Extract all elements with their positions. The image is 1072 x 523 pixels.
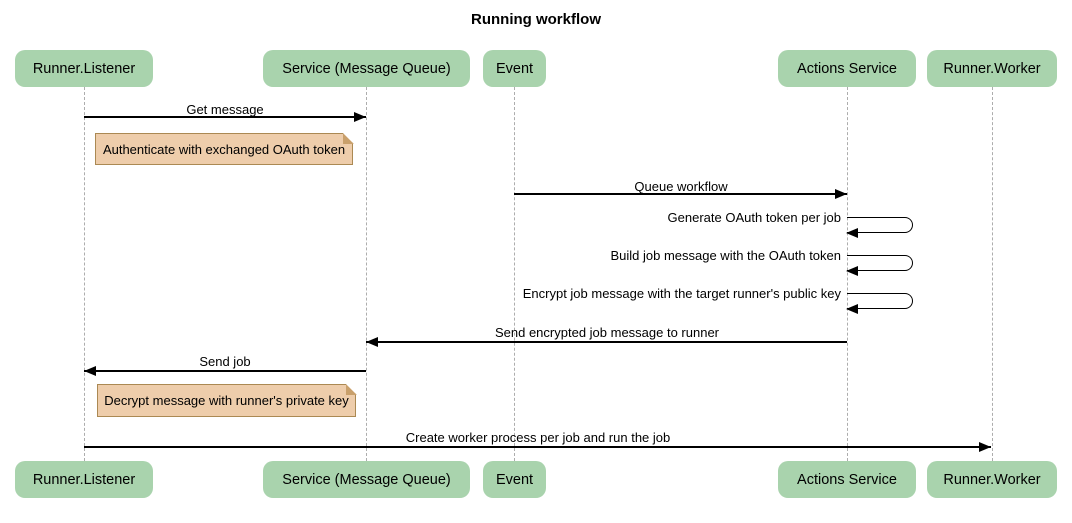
participant-actions-service-bottom: Actions Service <box>778 461 916 498</box>
message-label-send-job: Send job <box>199 354 251 369</box>
participant-runner-listener-bottom: Runner.Listener <box>15 461 153 498</box>
diagram-title: Running workflow <box>471 11 601 28</box>
message-label-create-worker-process: Create worker process per job and run th… <box>405 430 671 445</box>
message-label-queue-workflow: Queue workflow <box>634 179 728 194</box>
note-text: Authenticate with exchanged OAuth token <box>102 141 346 157</box>
message-label-build-job-message: Build job message with the OAuth token <box>610 248 841 263</box>
message-label-send-encrypted-job: Send encrypted job message to runner <box>494 325 720 340</box>
participant-runner-worker-bottom: Runner.Worker <box>927 461 1057 498</box>
arrowhead-left-icon <box>366 336 378 347</box>
message-selfloop-generate-oauth-token <box>846 217 913 238</box>
message-arrow-create-worker-process <box>84 441 991 452</box>
arrowhead-right-icon <box>835 188 847 199</box>
note-text: Decrypt message with runner's private ke… <box>104 393 349 408</box>
message-label-generate-oauth-token: Generate OAuth token per job <box>667 210 841 225</box>
message-label-encrypt-job-message: Encrypt job message with the target runn… <box>522 286 841 301</box>
lifeline-runner-worker <box>992 87 993 461</box>
lifeline-runner-listener <box>84 87 85 461</box>
note-decrypt-message: Decrypt message with runner's private ke… <box>97 383 357 417</box>
message-label-get-message: Get message <box>186 102 264 117</box>
arrowhead-left-icon <box>846 228 858 238</box>
arrowhead-left-icon <box>846 304 858 314</box>
participant-runner-listener-top: Runner.Listener <box>15 50 153 87</box>
message-selfloop-encrypt-job-message <box>846 293 913 314</box>
participant-runner-worker-top: Runner.Worker <box>927 50 1057 87</box>
participant-actions-service-top: Actions Service <box>778 50 916 87</box>
message-arrow-send-job <box>84 365 366 376</box>
note-authenticate-oauth: Authenticate with exchanged OAuth token <box>95 132 354 165</box>
message-arrow-queue-workflow <box>514 188 847 199</box>
lifeline-service-message-queue <box>366 87 367 461</box>
arrowhead-right-icon <box>354 111 366 122</box>
arrowhead-left-icon <box>84 365 96 376</box>
arrowhead-left-icon <box>846 266 858 276</box>
arrowhead-right-icon <box>979 441 991 452</box>
participant-service-message-queue-top: Service (Message Queue) <box>263 50 470 87</box>
message-selfloop-build-job-message <box>846 255 913 276</box>
participant-event-top: Event <box>483 50 546 87</box>
message-arrow-get-message <box>84 111 366 122</box>
lifeline-event <box>514 87 515 461</box>
message-arrow-send-encrypted-job <box>366 336 847 347</box>
participant-event-bottom: Event <box>483 461 546 498</box>
participant-service-message-queue-bottom: Service (Message Queue) <box>263 461 470 498</box>
